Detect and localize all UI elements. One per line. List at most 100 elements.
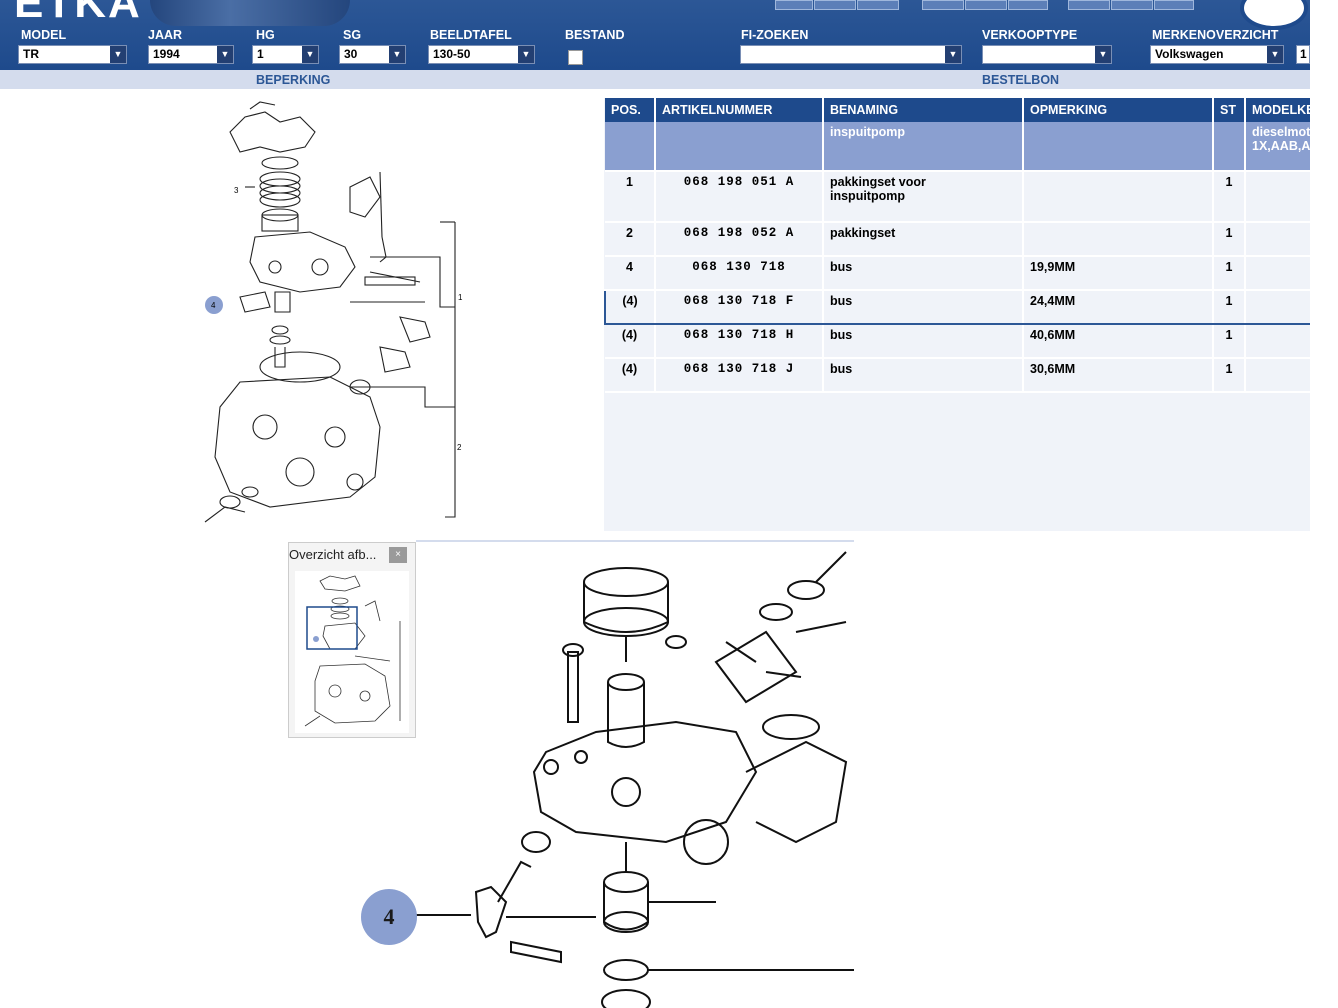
row-opmerking: 24,4MM [1023, 289, 1214, 325]
toolbar-button-forward[interactable] [814, 0, 856, 10]
row-benaming: bus [823, 358, 1024, 393]
callout-2: 2 [457, 443, 462, 452]
header-bar: ETKA MODEL TR ▼ JAAR 1994 ▼ HG 1 ▼ SG 30… [0, 0, 1310, 70]
col-header-artikelnummer[interactable]: ARTIKELNUMMER [655, 98, 824, 122]
merken-select[interactable]: Volkswagen ▼ [1150, 45, 1284, 64]
bestand-label: BESTAND [565, 28, 625, 42]
row-st: 1 [1213, 289, 1246, 325]
row-artikelnummer: 068 198 051 A [655, 171, 824, 223]
chevron-down-icon[interactable]: ▼ [217, 46, 233, 63]
merken-extra-field[interactable]: 1 [1296, 45, 1310, 64]
chevron-down-icon[interactable]: ▼ [1267, 46, 1283, 63]
chevron-down-icon[interactable]: ▼ [1095, 46, 1111, 63]
row-benaming-line1: pakkingset voor [830, 175, 926, 189]
zoom-top-border [416, 540, 854, 543]
col-header-st[interactable]: ST [1213, 98, 1246, 122]
row-st: 1 [1213, 222, 1246, 257]
chevron-down-icon[interactable]: ▼ [302, 46, 318, 63]
hg-select[interactable]: 1 ▼ [252, 45, 319, 64]
row-st: 1 [1213, 256, 1246, 291]
parts-table: POS. ARTIKELNUMMER BENAMING OPMERKING ST… [604, 98, 1310, 393]
toolbar-button-search[interactable] [1154, 0, 1194, 10]
table-row-selected[interactable]: (4) 068 130 718 F bus 24,4MM 1 [604, 289, 1310, 325]
table-row[interactable]: (4) 068 130 718 J bus 30,6MM 1 [605, 358, 1310, 393]
row-pos: (4) [605, 324, 656, 359]
row-opmerking: 19,9MM [1023, 256, 1214, 291]
bestelbon-link[interactable]: BESTELBON [982, 73, 1060, 87]
callout-1: 1 [458, 293, 463, 302]
beperking-link[interactable]: BEPERKING [256, 73, 331, 87]
sg-value: 30 [344, 47, 358, 61]
bestand-checkbox[interactable] [568, 50, 583, 65]
row-st: 1 [1213, 171, 1246, 223]
toolbar-button-back[interactable] [1068, 0, 1110, 10]
model-value: TR [23, 47, 39, 61]
toolbar-button-home[interactable] [1111, 0, 1153, 10]
parent-model-line1: dieselmot [1252, 125, 1310, 139]
sub-bar: BEPERKING BESTELBON [0, 70, 1310, 89]
parts-table-container: POS. ARTIKELNUMMER BENAMING OPMERKING ST… [604, 98, 1310, 531]
toolbar-button-cart[interactable] [1008, 0, 1048, 10]
row-model [1245, 324, 1310, 359]
jaar-value: 1994 [153, 47, 180, 61]
chevron-down-icon[interactable]: ▼ [945, 46, 961, 63]
row-model [1245, 289, 1310, 325]
toolbar-button-cart-list[interactable] [965, 0, 1007, 10]
toolbar-button-print[interactable] [775, 0, 813, 10]
parent-benaming: inspuitpomp [823, 122, 1024, 172]
merken-value: Volkswagen [1155, 47, 1224, 61]
col-header-opmerking[interactable]: OPMERKING [1023, 98, 1214, 122]
viewport-rect[interactable] [306, 606, 358, 650]
col-header-pos[interactable]: POS. [605, 98, 656, 122]
model-select[interactable]: TR ▼ [18, 45, 127, 64]
row-model [1245, 358, 1310, 393]
callout-bubble-4[interactable] [205, 296, 223, 314]
car-banner-image [150, 0, 350, 26]
sg-label: SG [343, 28, 362, 42]
row-artikelnummer: 068 130 718 J [655, 358, 824, 393]
position-callout-bubble[interactable]: 4 [361, 889, 417, 945]
merkenoverzicht-label: MERKENOVERZICHT [1152, 28, 1279, 42]
jaar-label: JAAR [148, 28, 183, 42]
zoomed-diagram-view[interactable] [416, 542, 854, 1008]
row-benaming: bus [823, 289, 1024, 325]
close-icon[interactable]: × [389, 547, 407, 563]
etka-logo: ETKA [14, 0, 142, 27]
fizoeken-label: FI-ZOEKEN [741, 28, 809, 42]
jaar-select[interactable]: 1994 ▼ [148, 45, 234, 64]
table-row[interactable]: (4) 068 130 718 H bus 40,6MM 1 [605, 324, 1310, 359]
row-st: 1 [1213, 324, 1246, 359]
row-pos: 2 [605, 222, 656, 257]
table-row[interactable]: 4 068 130 718 bus 19,9MM 1 [605, 256, 1310, 291]
exploded-parts-diagram[interactable]: 3 1 2 4 [170, 97, 470, 531]
beeldtafel-value: 130-50 [433, 47, 471, 61]
overview-panel: Overzicht afb... × [288, 542, 416, 738]
merken-extra-value: 1 [1300, 47, 1307, 61]
row-artikelnummer: 068 130 718 H [655, 324, 824, 359]
row-model [1245, 171, 1310, 223]
overview-thumbnail[interactable] [295, 571, 409, 733]
verkooptype-select[interactable]: ▼ [982, 45, 1112, 64]
fizoeken-select[interactable]: ▼ [740, 45, 962, 64]
row-artikelnummer: 068 130 718 [655, 256, 824, 291]
overview-title: Overzicht afb... [289, 547, 377, 562]
col-header-modelkenmerk[interactable]: MODELKE [1245, 98, 1310, 122]
chevron-down-icon[interactable]: ▼ [389, 46, 405, 63]
col-header-benaming[interactable]: BENAMING [823, 98, 1024, 122]
table-row[interactable]: 2 068 198 052 A pakkingset 1 [605, 222, 1310, 257]
toolbar-button-info[interactable] [857, 0, 899, 10]
model-label: MODEL [21, 28, 67, 42]
row-model [1245, 256, 1310, 291]
beeldtafel-label: BEELDTAFEL [430, 28, 512, 42]
row-st: 1 [1213, 358, 1246, 393]
toolbar-button-note[interactable] [922, 0, 964, 10]
sg-select[interactable]: 30 ▼ [339, 45, 406, 64]
chevron-down-icon[interactable]: ▼ [110, 46, 126, 63]
beeldtafel-select[interactable]: 130-50 ▼ [428, 45, 535, 64]
chevron-down-icon[interactable]: ▼ [518, 46, 534, 63]
row-opmerking: 40,6MM [1023, 324, 1214, 359]
